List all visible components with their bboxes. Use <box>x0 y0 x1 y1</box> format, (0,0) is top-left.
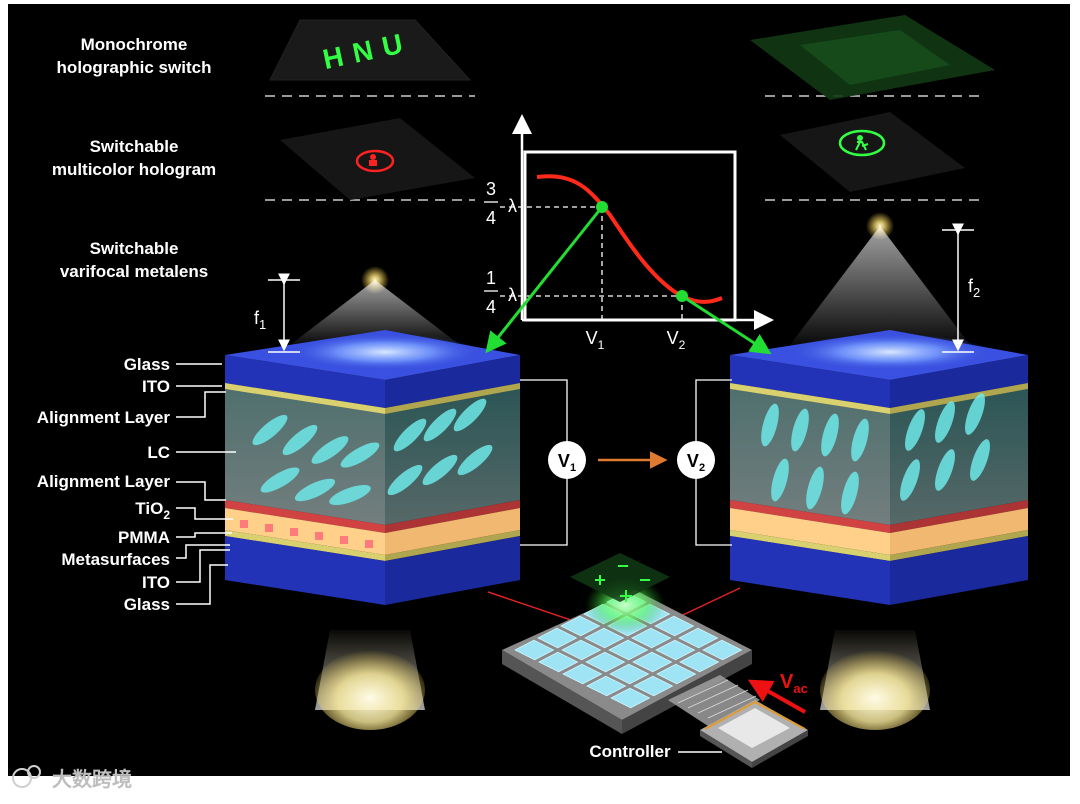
ytick-high-den: 4 <box>486 208 496 228</box>
device-right <box>730 330 1028 605</box>
layer-leader-lines <box>176 363 236 605</box>
label-multicolor-line2: multicolor hologram <box>52 160 216 179</box>
illumination-left <box>315 630 425 730</box>
light-cone-right <box>790 226 970 345</box>
xtick-v1: V1 <box>586 328 605 352</box>
phase-graph: 3 4 λ 1 4 λ V1 V2 <box>484 114 774 355</box>
controller-pixel <box>585 651 626 673</box>
controller-pixel <box>514 639 555 661</box>
controller-pixel <box>608 639 649 661</box>
ytick-high-sym: λ <box>508 196 517 216</box>
focal-length-f2 <box>942 223 974 353</box>
vac-arrow <box>747 679 806 714</box>
layer-tio2: TiO2 <box>135 499 170 522</box>
arrow-to-right-device <box>681 294 772 355</box>
controller-pixel <box>631 627 672 649</box>
ytick-low-num: 1 <box>486 268 496 288</box>
ytick-low-den: 4 <box>486 297 496 317</box>
controller-pixel <box>679 651 720 673</box>
controller-pixel <box>584 627 625 649</box>
voltage-v1-node <box>548 441 586 479</box>
vac-label: Vac <box>780 671 808 696</box>
layer-lc: LC <box>147 443 170 462</box>
hologram-plane-green <box>750 15 995 100</box>
walking-figure-icon <box>838 129 886 157</box>
controller-pixel <box>633 675 674 697</box>
label-monochrome-line1: Monochrome <box>81 35 188 54</box>
controller-pixel <box>632 651 673 673</box>
controller-pixel <box>538 651 579 673</box>
ytick-low-sym: λ <box>508 285 517 305</box>
layer-alignment-bottom: Alignment Layer <box>37 472 171 491</box>
hologram-plane-red <box>280 118 475 200</box>
arrow-to-left-device <box>485 206 604 354</box>
label-varifocal-line1: Switchable <box>90 239 179 258</box>
voltage-v1-label: V1 <box>558 451 576 474</box>
layer-ito-top: ITO <box>142 377 170 396</box>
hologram-plane-green-figure <box>780 112 965 192</box>
illumination-right <box>820 630 930 730</box>
voltage-v2-label: V2 <box>687 451 705 474</box>
controller-array <box>487 553 808 768</box>
f2-label: f2 <box>968 276 980 300</box>
layer-glass-top: Glass <box>124 355 170 374</box>
hologram-plane-hnu: HNU <box>269 19 472 81</box>
label-multicolor-line1: Switchable <box>90 137 179 156</box>
controller-pixel <box>537 627 578 649</box>
phase-curve <box>536 174 723 304</box>
watermark: 大数跨境 <box>12 765 132 791</box>
controller-pixel <box>678 627 719 649</box>
controller-pixel <box>561 639 602 661</box>
controller-pixel <box>656 663 697 685</box>
controller-pixel <box>655 639 696 661</box>
layer-metasurfaces: Metasurfaces <box>61 550 170 569</box>
layer-alignment-top: Alignment Layer <box>37 408 171 427</box>
f1-label: f1 <box>254 308 266 332</box>
layer-glass-bottom: Glass <box>124 595 170 614</box>
controller-pixel <box>654 615 695 637</box>
voltage-v2-node <box>677 441 715 479</box>
xtick-v2: V2 <box>667 328 686 352</box>
controller-pixel <box>609 663 650 685</box>
focal-length-f1 <box>268 273 300 353</box>
ytick-high-num: 3 <box>486 179 496 199</box>
red-figure-icon <box>355 149 395 173</box>
watermark-text: 大数跨境 <box>52 767 132 791</box>
label-varifocal-line2: varifocal metalens <box>60 262 208 281</box>
controller-label: Controller <box>589 742 671 761</box>
device-left <box>225 330 520 605</box>
controller-pixel <box>610 687 651 709</box>
label-monochrome-line2: holographic switch <box>57 58 212 77</box>
circuit-wires <box>520 379 732 546</box>
controller-pixel <box>562 663 603 685</box>
layer-pmma: PMMA <box>118 528 170 547</box>
controller-pixel <box>586 675 627 697</box>
light-cone-left <box>290 280 460 345</box>
layer-ito-bottom: ITO <box>142 573 170 592</box>
controller-pixel <box>702 639 743 661</box>
section-dividers <box>265 95 980 201</box>
